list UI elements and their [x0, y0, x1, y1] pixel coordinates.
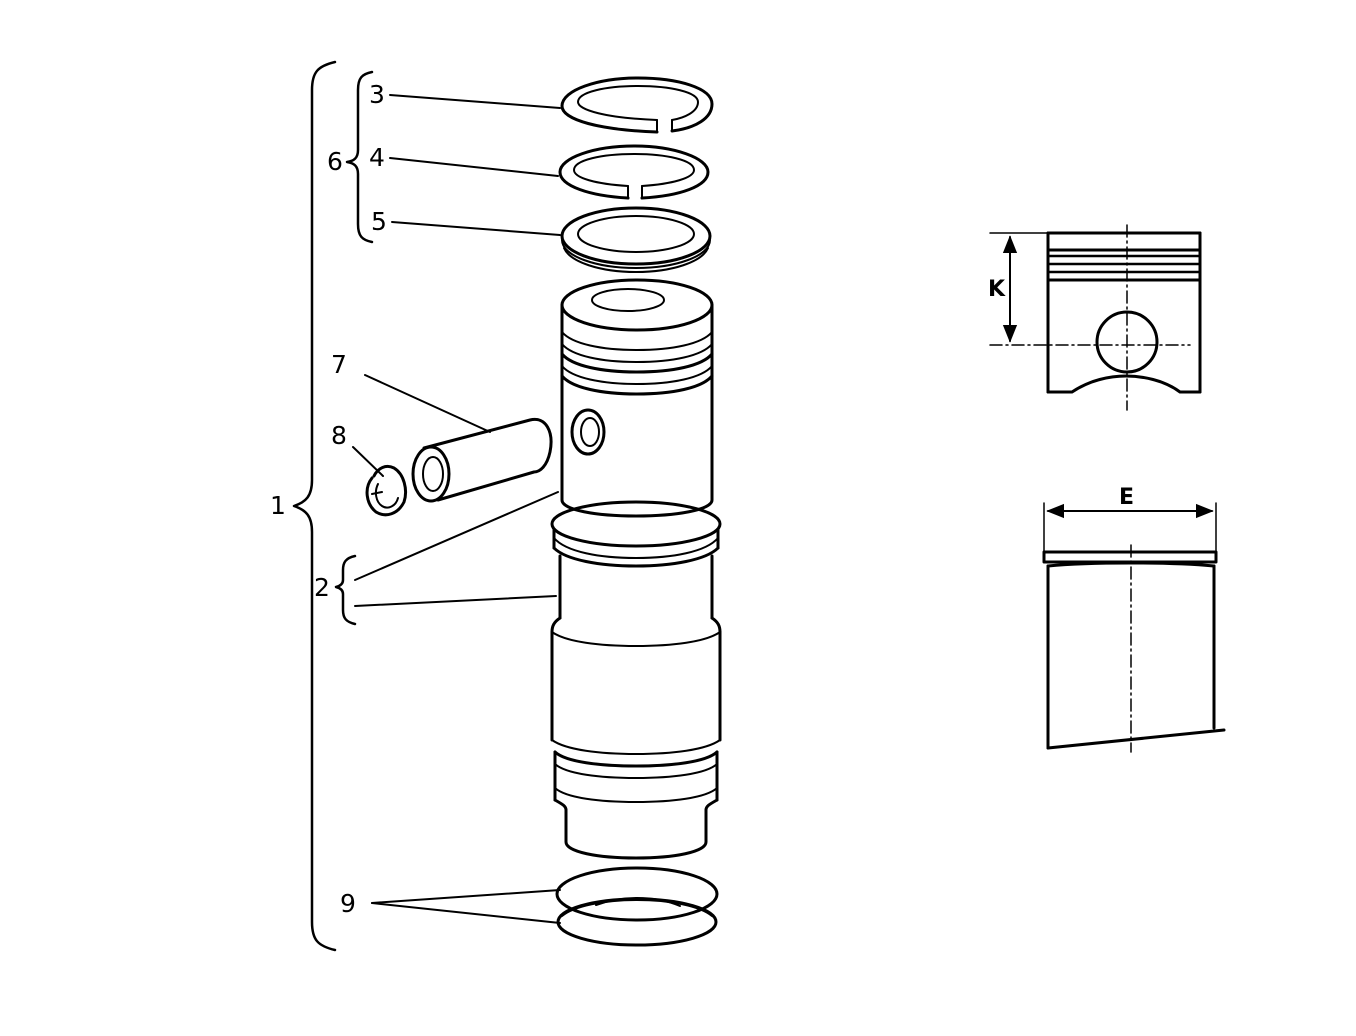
- label-4: 4: [369, 143, 385, 172]
- brace-ring-set: [345, 70, 374, 244]
- leader-9a: [371, 889, 561, 904]
- piston-pin-bore: [570, 408, 606, 456]
- leader-2b: [354, 595, 557, 607]
- label-5: 5: [371, 207, 387, 236]
- dimension-k-label: K: [988, 277, 1006, 302]
- leader-4: [389, 157, 559, 177]
- brace-liner: [334, 554, 357, 626]
- piston: [560, 278, 714, 518]
- pin-bore-circle: [1095, 310, 1159, 374]
- leader-7: [364, 374, 491, 433]
- label-9: 9: [340, 889, 356, 918]
- piston-diameter-view: E: [1042, 485, 1226, 753]
- leader-3: [389, 94, 561, 109]
- label-8: 8: [331, 421, 347, 450]
- label-6: 6: [327, 147, 343, 176]
- leader-2a: [354, 491, 559, 581]
- sealing-ring-upper: [555, 866, 719, 922]
- label-3: 3: [369, 80, 385, 109]
- cylinder-liner: [550, 500, 722, 860]
- sealing-ring-lower: [556, 897, 718, 947]
- label-1: 1: [270, 491, 286, 520]
- leader-5: [391, 221, 561, 236]
- ring-oil-control: [560, 206, 712, 273]
- circlip: [365, 464, 408, 517]
- label-2: 2: [314, 573, 330, 602]
- piston-height-view: K: [988, 224, 1202, 411]
- leader-lines: [352, 94, 561, 924]
- piston-pin: [411, 417, 553, 503]
- brace-kit: [292, 60, 337, 952]
- ring-compression-top: [560, 76, 714, 134]
- ring-compression-second: [558, 144, 710, 200]
- label-7: 7: [331, 350, 347, 379]
- dimension-e-label: E: [1119, 485, 1134, 510]
- leader-9b: [371, 902, 561, 924]
